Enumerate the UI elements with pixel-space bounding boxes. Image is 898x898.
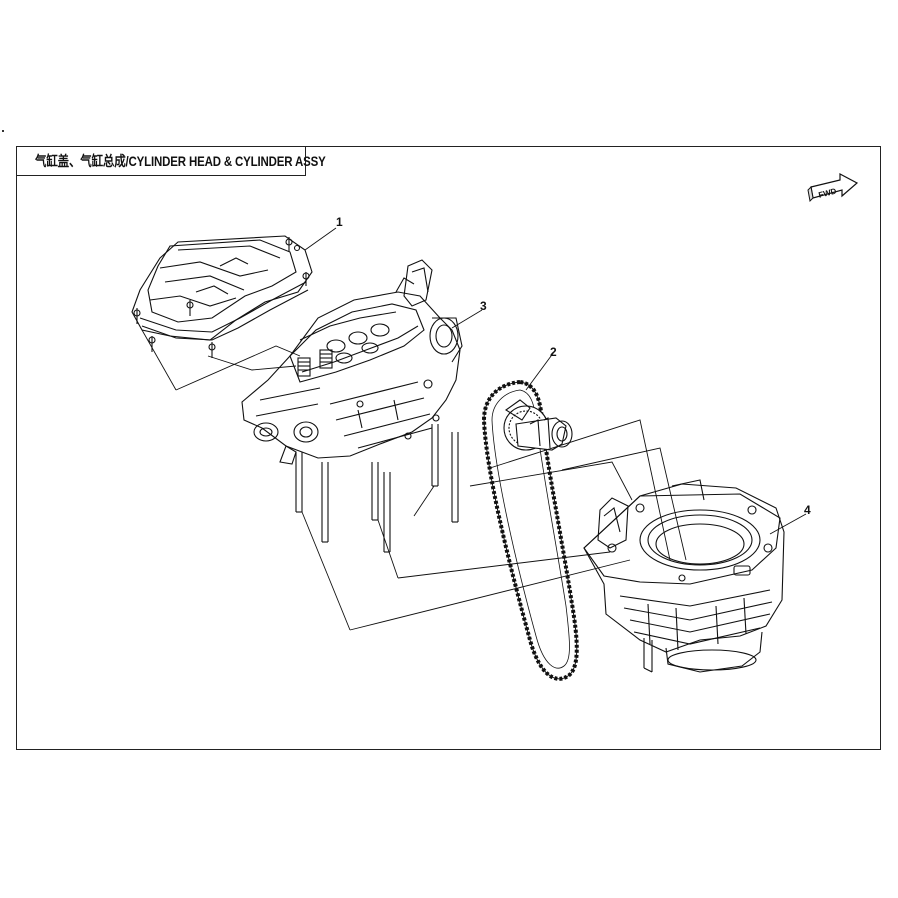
callout-2: 2 <box>550 345 557 359</box>
callout-4: 4 <box>804 503 811 517</box>
fwd-label: FWD <box>818 187 838 200</box>
leader-lines <box>141 227 807 631</box>
cylinder-head <box>241 259 463 553</box>
drawing-frame <box>16 146 881 750</box>
callout-1: 1 <box>336 215 343 229</box>
registration-mark <box>2 130 4 132</box>
cylinder-block <box>583 479 785 673</box>
callout-3: 3 <box>480 299 487 313</box>
page-title: 气缸盖、气缸总成/CYLINDER HEAD & CYLINDER ASSY <box>35 153 326 169</box>
cylinder-head-cover <box>131 235 313 358</box>
camshaft-sprocket <box>503 399 573 451</box>
title-box: 气缸盖、气缸总成/CYLINDER HEAD & CYLINDER ASSY <box>16 146 326 176</box>
fwd-arrow-icon <box>807 173 859 203</box>
